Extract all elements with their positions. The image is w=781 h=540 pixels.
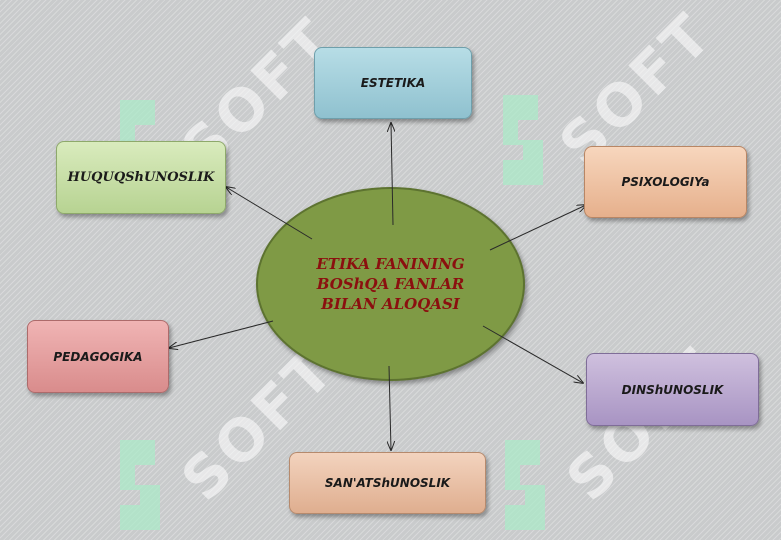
node-sanatshunoslik-label: SAN'ATShUNOSLIK [324,476,451,490]
node-huquqshunoslik: HUQUQShUNOSLIK [56,141,226,214]
node-psixologiya: PSIXOLOGIYa [584,146,747,218]
arrow-to-estetika [391,123,393,226]
node-pedagogika: PEDAGOGIKA [27,320,169,393]
arrow-to-dinshunoslik [482,325,583,383]
center-node-label: ETIKA FANINING BOShQA FANLAR BILAN ALOQA… [316,255,465,313]
arrow-to-sanatshunoslik [389,365,391,450]
node-pedagogika-label: PEDAGOGIKA [53,349,143,364]
node-huquqshunoslik-label: HUQUQShUNOSLIK [67,169,215,185]
arrow-to-huquqshunoslik [226,187,313,240]
node-estetika-label: ESTETIKA [360,76,426,90]
node-estetika: ESTETIKA [314,47,472,119]
node-dinshunoslik-label: DINShUNOSLIK [621,382,724,397]
center-node: ETIKA FANINING BOShQA FANLAR BILAN ALOQA… [256,187,525,381]
node-psixologiya-label: PSIXOLOGIYa [621,175,710,189]
arrow-to-psixologiya [489,205,586,251]
node-dinshunoslik: DINShUNOSLIK [586,353,759,426]
node-sanatshunoslik: SAN'ATShUNOSLIK [289,452,486,514]
arrow-to-pedagogika [169,320,274,348]
